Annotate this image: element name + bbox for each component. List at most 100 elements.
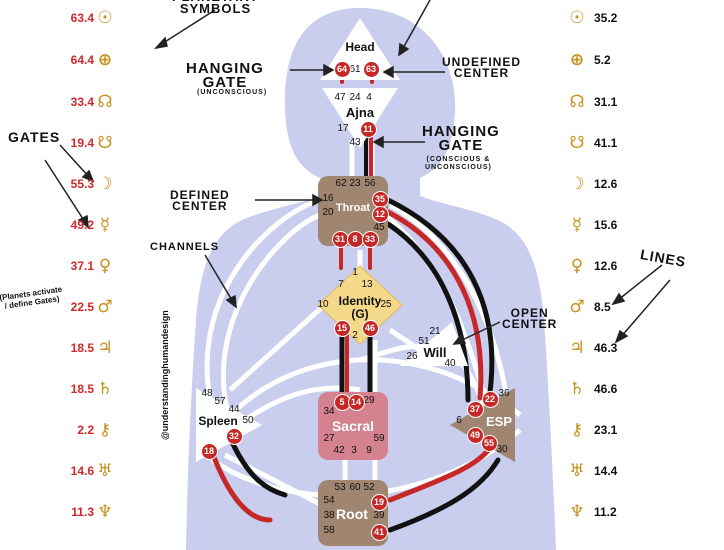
left-planet-row: 55.3☽ bbox=[60, 174, 116, 194]
gate-number: 16 bbox=[322, 193, 334, 204]
active-gate: 8 bbox=[346, 230, 364, 248]
right-planet-row: ☉ 35.2 bbox=[566, 8, 617, 28]
active-gate: 35 bbox=[371, 190, 389, 208]
planet-line-value: 11.2 bbox=[594, 505, 617, 519]
gate-number: 42 bbox=[333, 445, 345, 456]
earth-icon: ⊕ bbox=[97, 50, 113, 70]
moon-icon: ☽ bbox=[569, 174, 585, 194]
hanging-gate-right-label: HANGING GATE bbox=[422, 123, 500, 155]
planet-line-value: 33.4 bbox=[70, 95, 94, 109]
gate-number: 20 bbox=[322, 207, 334, 218]
root-center-name: Root bbox=[336, 506, 368, 522]
annotation-arrows bbox=[44, 0, 671, 345]
gate-number: 60 bbox=[349, 482, 361, 493]
north-node-icon: ☊ bbox=[97, 92, 113, 112]
active-gate: 11 bbox=[359, 120, 377, 138]
mercury-icon: ☿ bbox=[571, 215, 583, 235]
chiron-icon: ⚷ bbox=[98, 420, 112, 440]
south-node-icon: ☋ bbox=[569, 133, 585, 153]
will-center bbox=[400, 322, 468, 366]
defined-center-label: DEFINED CENTER bbox=[170, 188, 230, 214]
left-planet-row: 2.2⚷ bbox=[60, 420, 116, 440]
gate-number: 58 bbox=[323, 525, 335, 536]
active-gate: 33 bbox=[361, 230, 379, 248]
planet-line-value: 18.5 bbox=[70, 382, 94, 396]
venus-icon: ♀ bbox=[570, 256, 584, 276]
planet-line-value: 55.3 bbox=[70, 177, 94, 191]
gate-number: 21 bbox=[429, 326, 441, 337]
gate-number: 52 bbox=[363, 482, 375, 493]
saturn-icon: ♄ bbox=[97, 379, 113, 399]
active-gate: 63 bbox=[362, 60, 380, 78]
right-planet-row: ♆11.2 bbox=[566, 502, 617, 522]
sun-icon: ☉ bbox=[569, 8, 585, 28]
chiron-icon: ⚷ bbox=[570, 420, 584, 440]
channels-label: CHANNELS bbox=[150, 241, 220, 253]
left-planet-row: 33.4☊ bbox=[60, 92, 116, 112]
active-gate: 31 bbox=[331, 230, 349, 248]
neptune-icon: ♆ bbox=[97, 502, 113, 522]
gate-number: 54 bbox=[323, 495, 335, 506]
gate-number: 13 bbox=[361, 279, 373, 290]
south-node-icon: ☋ bbox=[97, 133, 113, 153]
gate-number: 62 bbox=[335, 178, 347, 189]
head-center-name: Head bbox=[345, 40, 375, 54]
planet-line-value: 35.2 bbox=[594, 11, 618, 25]
left-planet-row: 19.4☋ bbox=[60, 133, 116, 153]
left-planet-row: 14.6♅ bbox=[60, 461, 116, 481]
active-gate: 41 bbox=[370, 523, 388, 541]
right-planet-row: ☽12.6 bbox=[566, 174, 617, 194]
right-planet-row: ⚷ 23.1 bbox=[566, 420, 618, 440]
right-planet-row: ☋ 41.1 bbox=[566, 133, 617, 153]
undefined-center-label: UNDEFINED CENTER bbox=[442, 55, 522, 81]
mars-icon: ♂ bbox=[97, 297, 113, 317]
active-gate: 19 bbox=[370, 493, 388, 511]
gate-number: 38 bbox=[323, 510, 335, 521]
gate-number: 7 bbox=[338, 279, 344, 290]
left-planet-row: 11.3♆ bbox=[60, 502, 116, 522]
esp-center-name: ESP bbox=[485, 414, 512, 429]
esp-center bbox=[450, 388, 515, 462]
planet-line-value: 31.1 bbox=[594, 95, 618, 109]
left-planet-row: 49.2☿ bbox=[60, 215, 116, 235]
active-gate: 46 bbox=[361, 319, 379, 337]
right-planet-row: ♂8.5 bbox=[566, 297, 610, 317]
gate-number: 39 bbox=[373, 510, 385, 521]
active-gate: 55 bbox=[480, 434, 498, 452]
gate-number: 27 bbox=[323, 433, 335, 444]
left-planet-row: 63.4☉ bbox=[60, 8, 116, 28]
jupiter-icon: ♃ bbox=[97, 338, 113, 358]
planet-line-value: 41.1 bbox=[594, 136, 618, 150]
gate-number: 4 bbox=[366, 92, 372, 103]
ajna-center bbox=[322, 88, 398, 148]
will-center-name: Will bbox=[423, 345, 447, 360]
open-center-label: OPEN CENTER bbox=[502, 306, 558, 332]
planet-line-value: 23.1 bbox=[594, 423, 618, 437]
active-gate: 12 bbox=[371, 205, 389, 223]
north-node-icon: ☊ bbox=[569, 92, 585, 112]
planet-line-value: 64.4 bbox=[70, 53, 94, 67]
sun-icon: ☉ bbox=[97, 8, 113, 28]
gate-number: 56 bbox=[364, 178, 376, 189]
saturn-icon: ♄ bbox=[569, 379, 585, 399]
planet-line-value: 12.6 bbox=[594, 259, 618, 273]
gate-number: 3 bbox=[351, 445, 357, 456]
identity-center-name: Identity (G) bbox=[338, 294, 382, 321]
gate-number: 57 bbox=[214, 396, 226, 407]
gate-number: 6 bbox=[456, 415, 462, 426]
gate-number: 36 bbox=[498, 388, 510, 399]
mercury-icon: ☿ bbox=[99, 215, 111, 235]
ajna-center-name: Ajna bbox=[345, 105, 375, 120]
planet-line-value: 46.3 bbox=[594, 341, 618, 355]
gate-number: 45 bbox=[373, 222, 385, 233]
planetary-symbols-label: PLANETARY SYMBOLS bbox=[172, 0, 258, 17]
left-planet-row: 18.5♄ bbox=[60, 379, 116, 399]
jupiter-icon: ♃ bbox=[569, 338, 585, 358]
left-planet-row: 22.5♂ bbox=[60, 297, 116, 317]
gate-number: 9 bbox=[366, 445, 372, 456]
gate-number: 17 bbox=[337, 123, 349, 134]
gate-number: 29 bbox=[363, 395, 375, 406]
gate-number: 40 bbox=[444, 358, 456, 369]
gate-number: 47 bbox=[334, 92, 346, 103]
right-planet-row: ♀ 12.6 bbox=[566, 256, 618, 276]
